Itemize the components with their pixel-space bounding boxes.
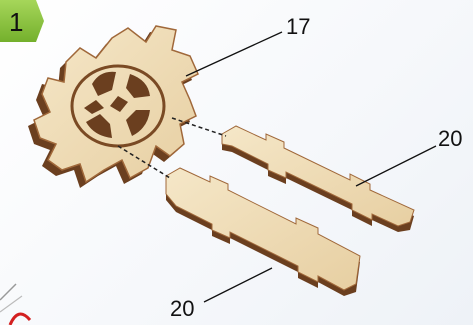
leader-line-strip-top xyxy=(356,146,436,186)
step-number: 1 xyxy=(9,7,23,37)
callout-gear: 17 xyxy=(286,14,310,39)
callout-strip-bottom: 20 xyxy=(170,296,194,321)
callout-strip-top: 20 xyxy=(438,126,462,151)
leader-line-gear xyxy=(186,32,282,76)
gear-part xyxy=(28,26,198,188)
leader-line-strip-bottom xyxy=(204,268,272,302)
tool-corner-icon xyxy=(0,284,30,325)
step-badge: 1 xyxy=(0,0,44,42)
